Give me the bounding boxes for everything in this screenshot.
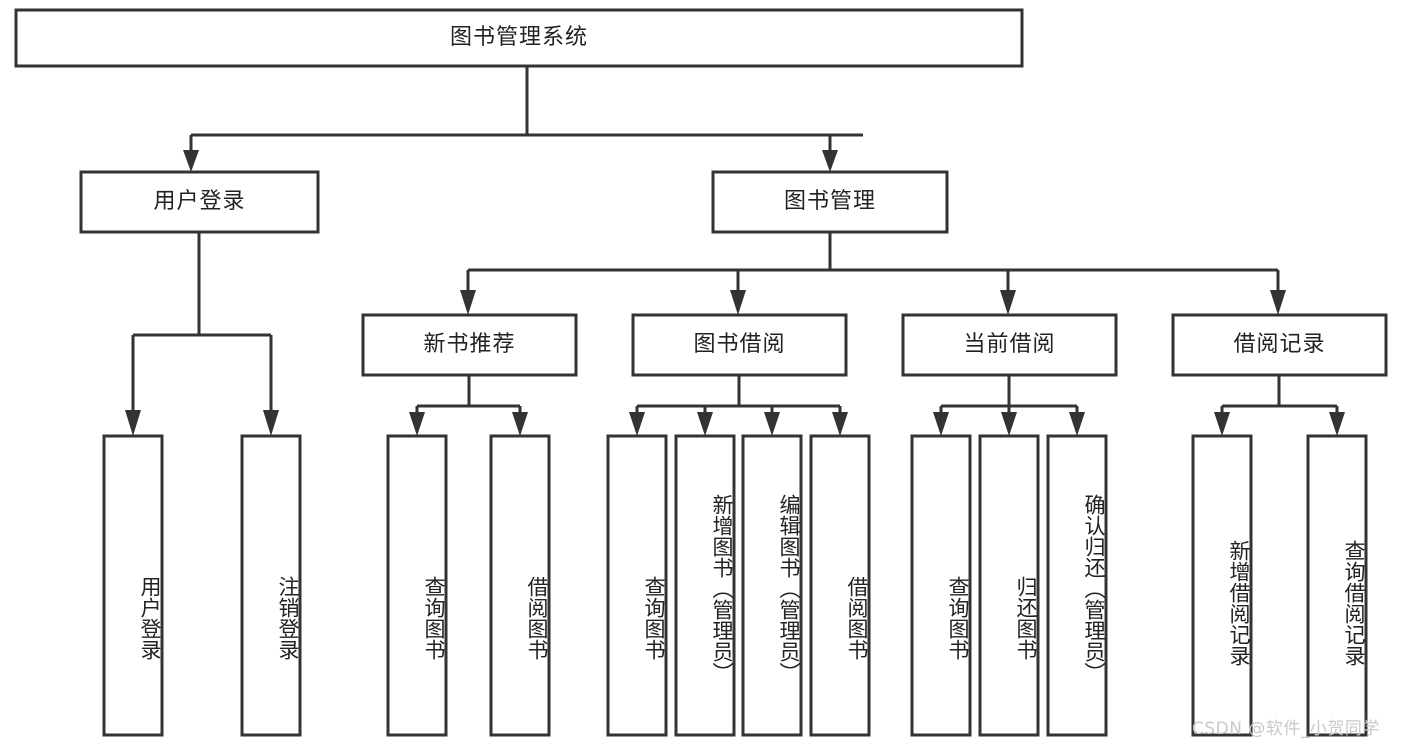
node-box-leaf-query-record[interactable] (1306, 434, 1368, 737)
node-box-leaf-user-logout[interactable] (240, 434, 302, 737)
node-box-current-borrow[interactable] (901, 313, 1118, 377)
node-box-leaf-query-book-2[interactable] (606, 434, 668, 737)
node-box-leaf-return-book[interactable] (978, 434, 1040, 737)
node-box-leaf-user-login[interactable] (102, 434, 164, 737)
connector-newbook-to-leaves (409, 375, 528, 436)
node-box-borrow-record[interactable] (1171, 313, 1388, 377)
node-box-leaf-confirm-return[interactable] (1046, 434, 1108, 737)
node-box-leaf-borrow-book-2[interactable] (809, 434, 871, 737)
node-box-book-management[interactable] (711, 170, 949, 234)
node-box-leaf-edit-book[interactable] (741, 434, 803, 737)
connector-userlogin-to-leaves (125, 232, 279, 436)
connector-bookborrow-to-leaves (629, 375, 848, 436)
connector-currentborrow-to-leaves (933, 375, 1085, 436)
node-box-book-borrow[interactable] (631, 313, 848, 377)
node-box-new-book-recommend[interactable] (361, 313, 578, 377)
node-box-leaf-query-book-1[interactable] (386, 434, 448, 737)
node-box-leaf-add-book[interactable] (674, 434, 736, 737)
node-box-root[interactable] (14, 8, 1024, 68)
node-box-leaf-query-book-3[interactable] (910, 434, 972, 737)
node-box-leaf-add-record[interactable] (1191, 434, 1253, 737)
node-box-leaf-borrow-book-1[interactable] (489, 434, 551, 737)
connector-bookmgmt-to-level3 (460, 232, 1286, 315)
node-box-user-login[interactable] (79, 170, 320, 234)
connector-root-to-level2 (183, 66, 863, 172)
connector-borrowrecord-to-leaves (1214, 375, 1345, 436)
